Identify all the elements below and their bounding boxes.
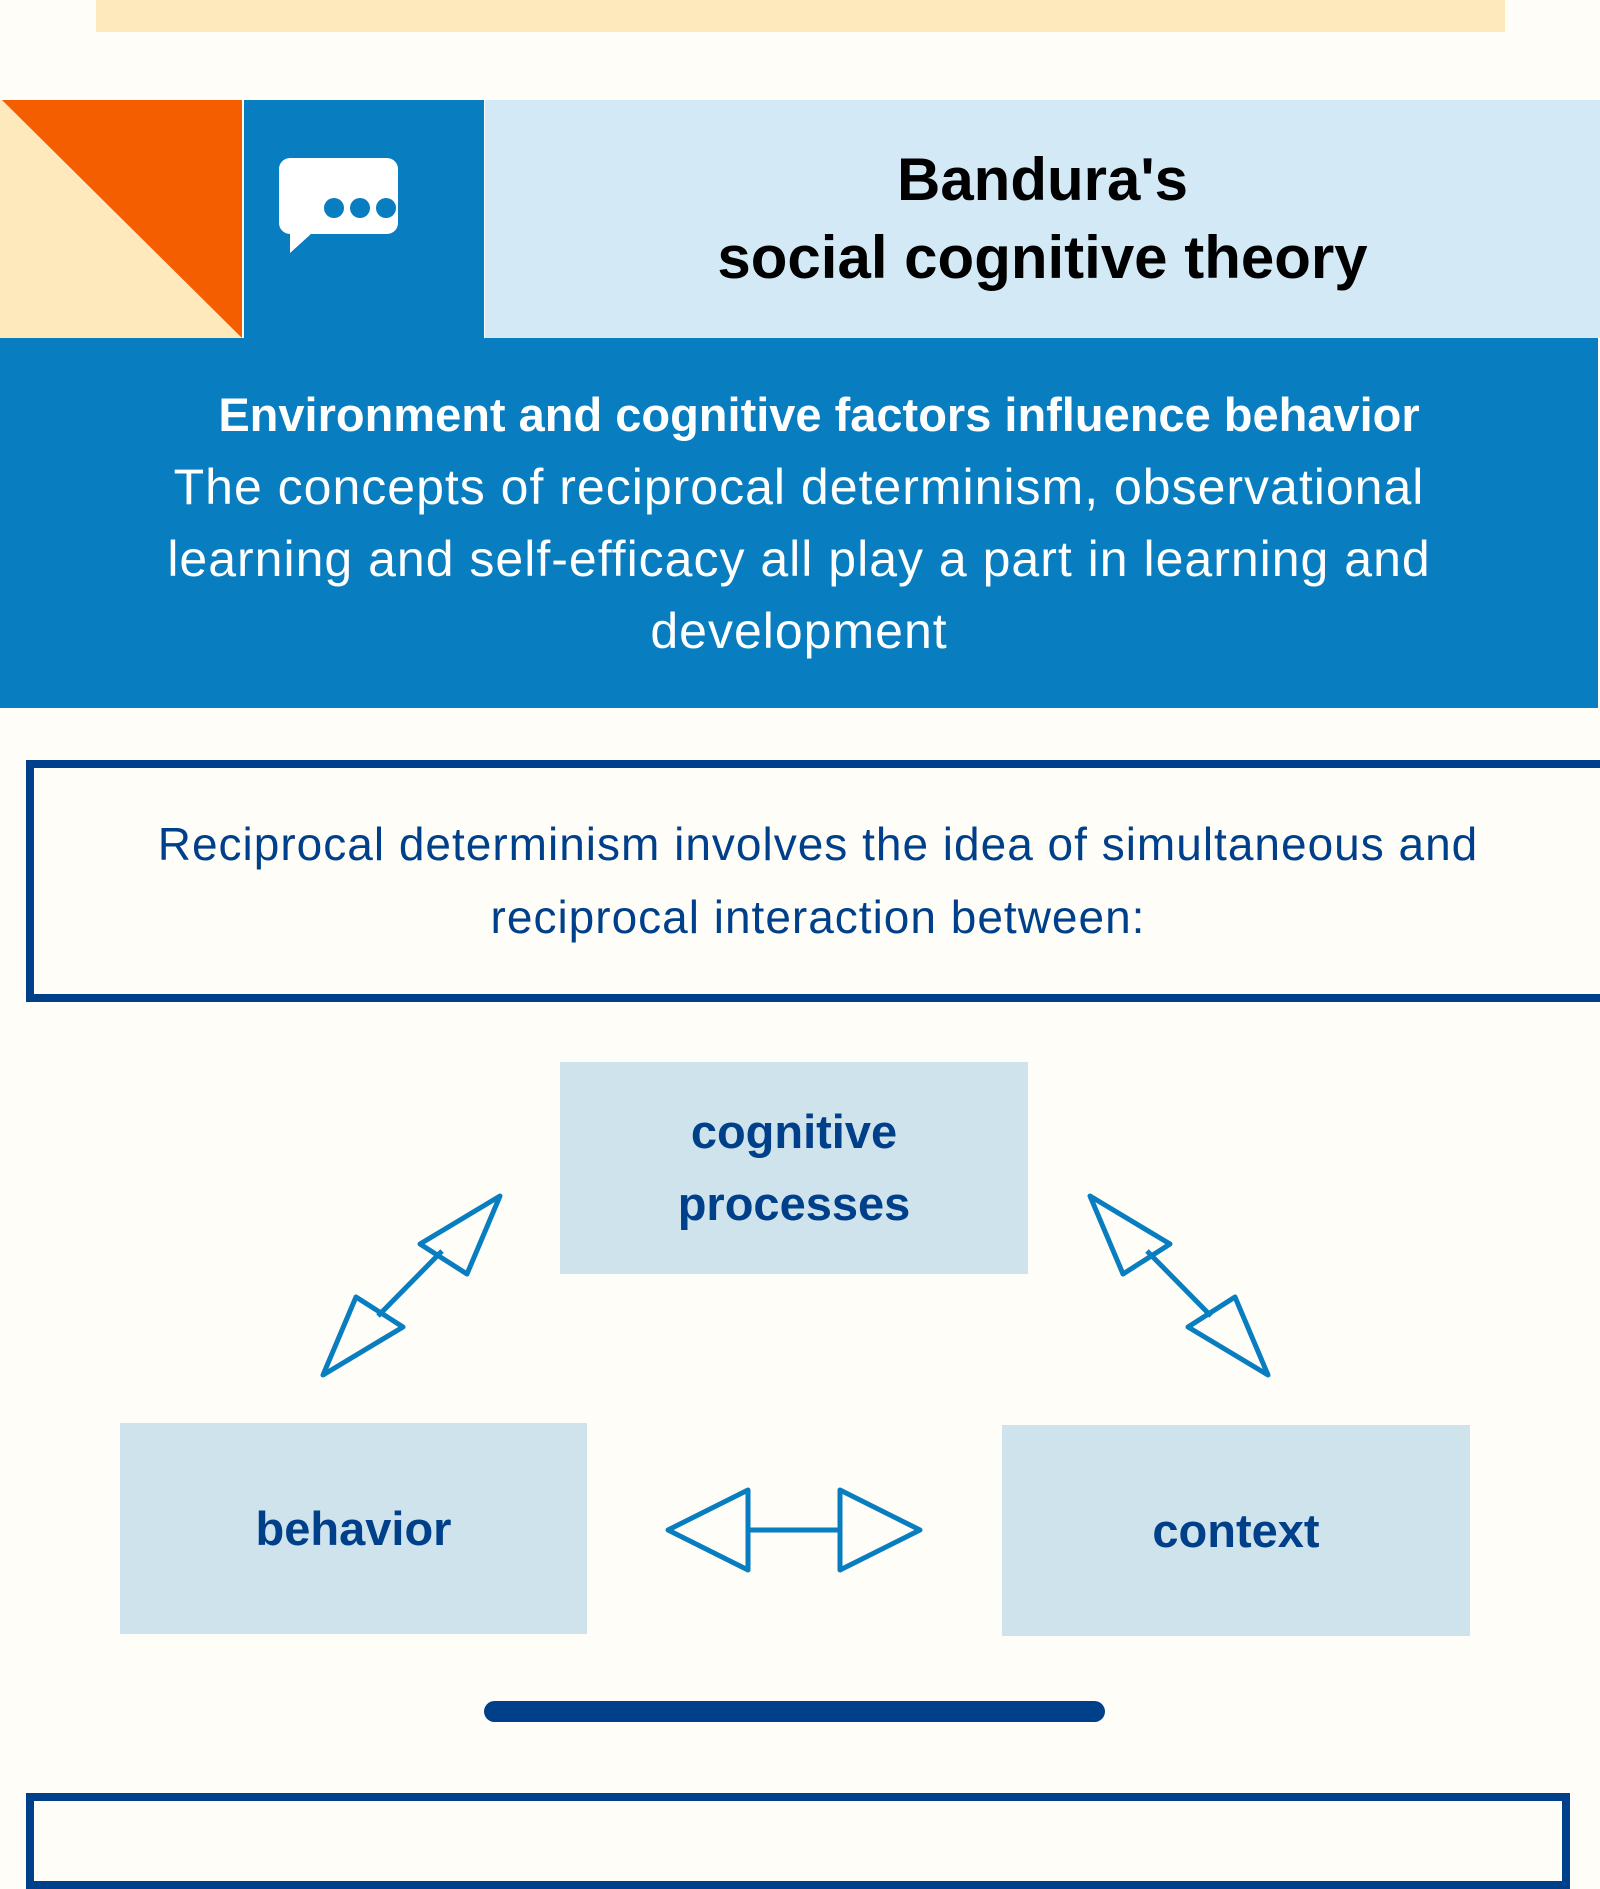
top-decorative-band [96, 0, 1505, 32]
double-arrow-right-icon [1087, 1193, 1271, 1378]
node-context: context [1002, 1425, 1470, 1636]
page-title-line1: Bandura's [896, 146, 1188, 213]
double-arrow-horizontal-icon [665, 1487, 923, 1573]
double-arrow-left-icon [320, 1193, 503, 1378]
node-behavior: behavior [120, 1423, 587, 1634]
node-cognitive-processes: cognitive processes [560, 1062, 1028, 1274]
divider-pill [484, 1701, 1105, 1722]
reciprocal-determinism-box: Reciprocal determinism involves the idea… [26, 760, 1600, 1002]
intro-subtitle: Environment and cognitive factors influe… [218, 388, 1420, 441]
icon-panel [244, 100, 484, 338]
next-section-box [26, 1793, 1570, 1889]
node-label: cognitive processes [677, 1105, 911, 1230]
title-panel: Bandura's social cognitive theory [485, 100, 1600, 338]
decorative-triangle [0, 100, 242, 338]
diagram-arrows [320, 1193, 1271, 1573]
reciprocal-text: Reciprocal determinism involves the idea… [157, 818, 1479, 943]
node-label: context [1152, 1503, 1320, 1557]
page-title-line2: social cognitive theory [717, 224, 1368, 291]
intro-body: The concepts of reciprocal determinism, … [167, 459, 1431, 659]
speech-bubble-icon [279, 158, 398, 253]
node-label: behavior [255, 1501, 452, 1555]
intro-section: Environment and cognitive factors influe… [0, 338, 1598, 708]
